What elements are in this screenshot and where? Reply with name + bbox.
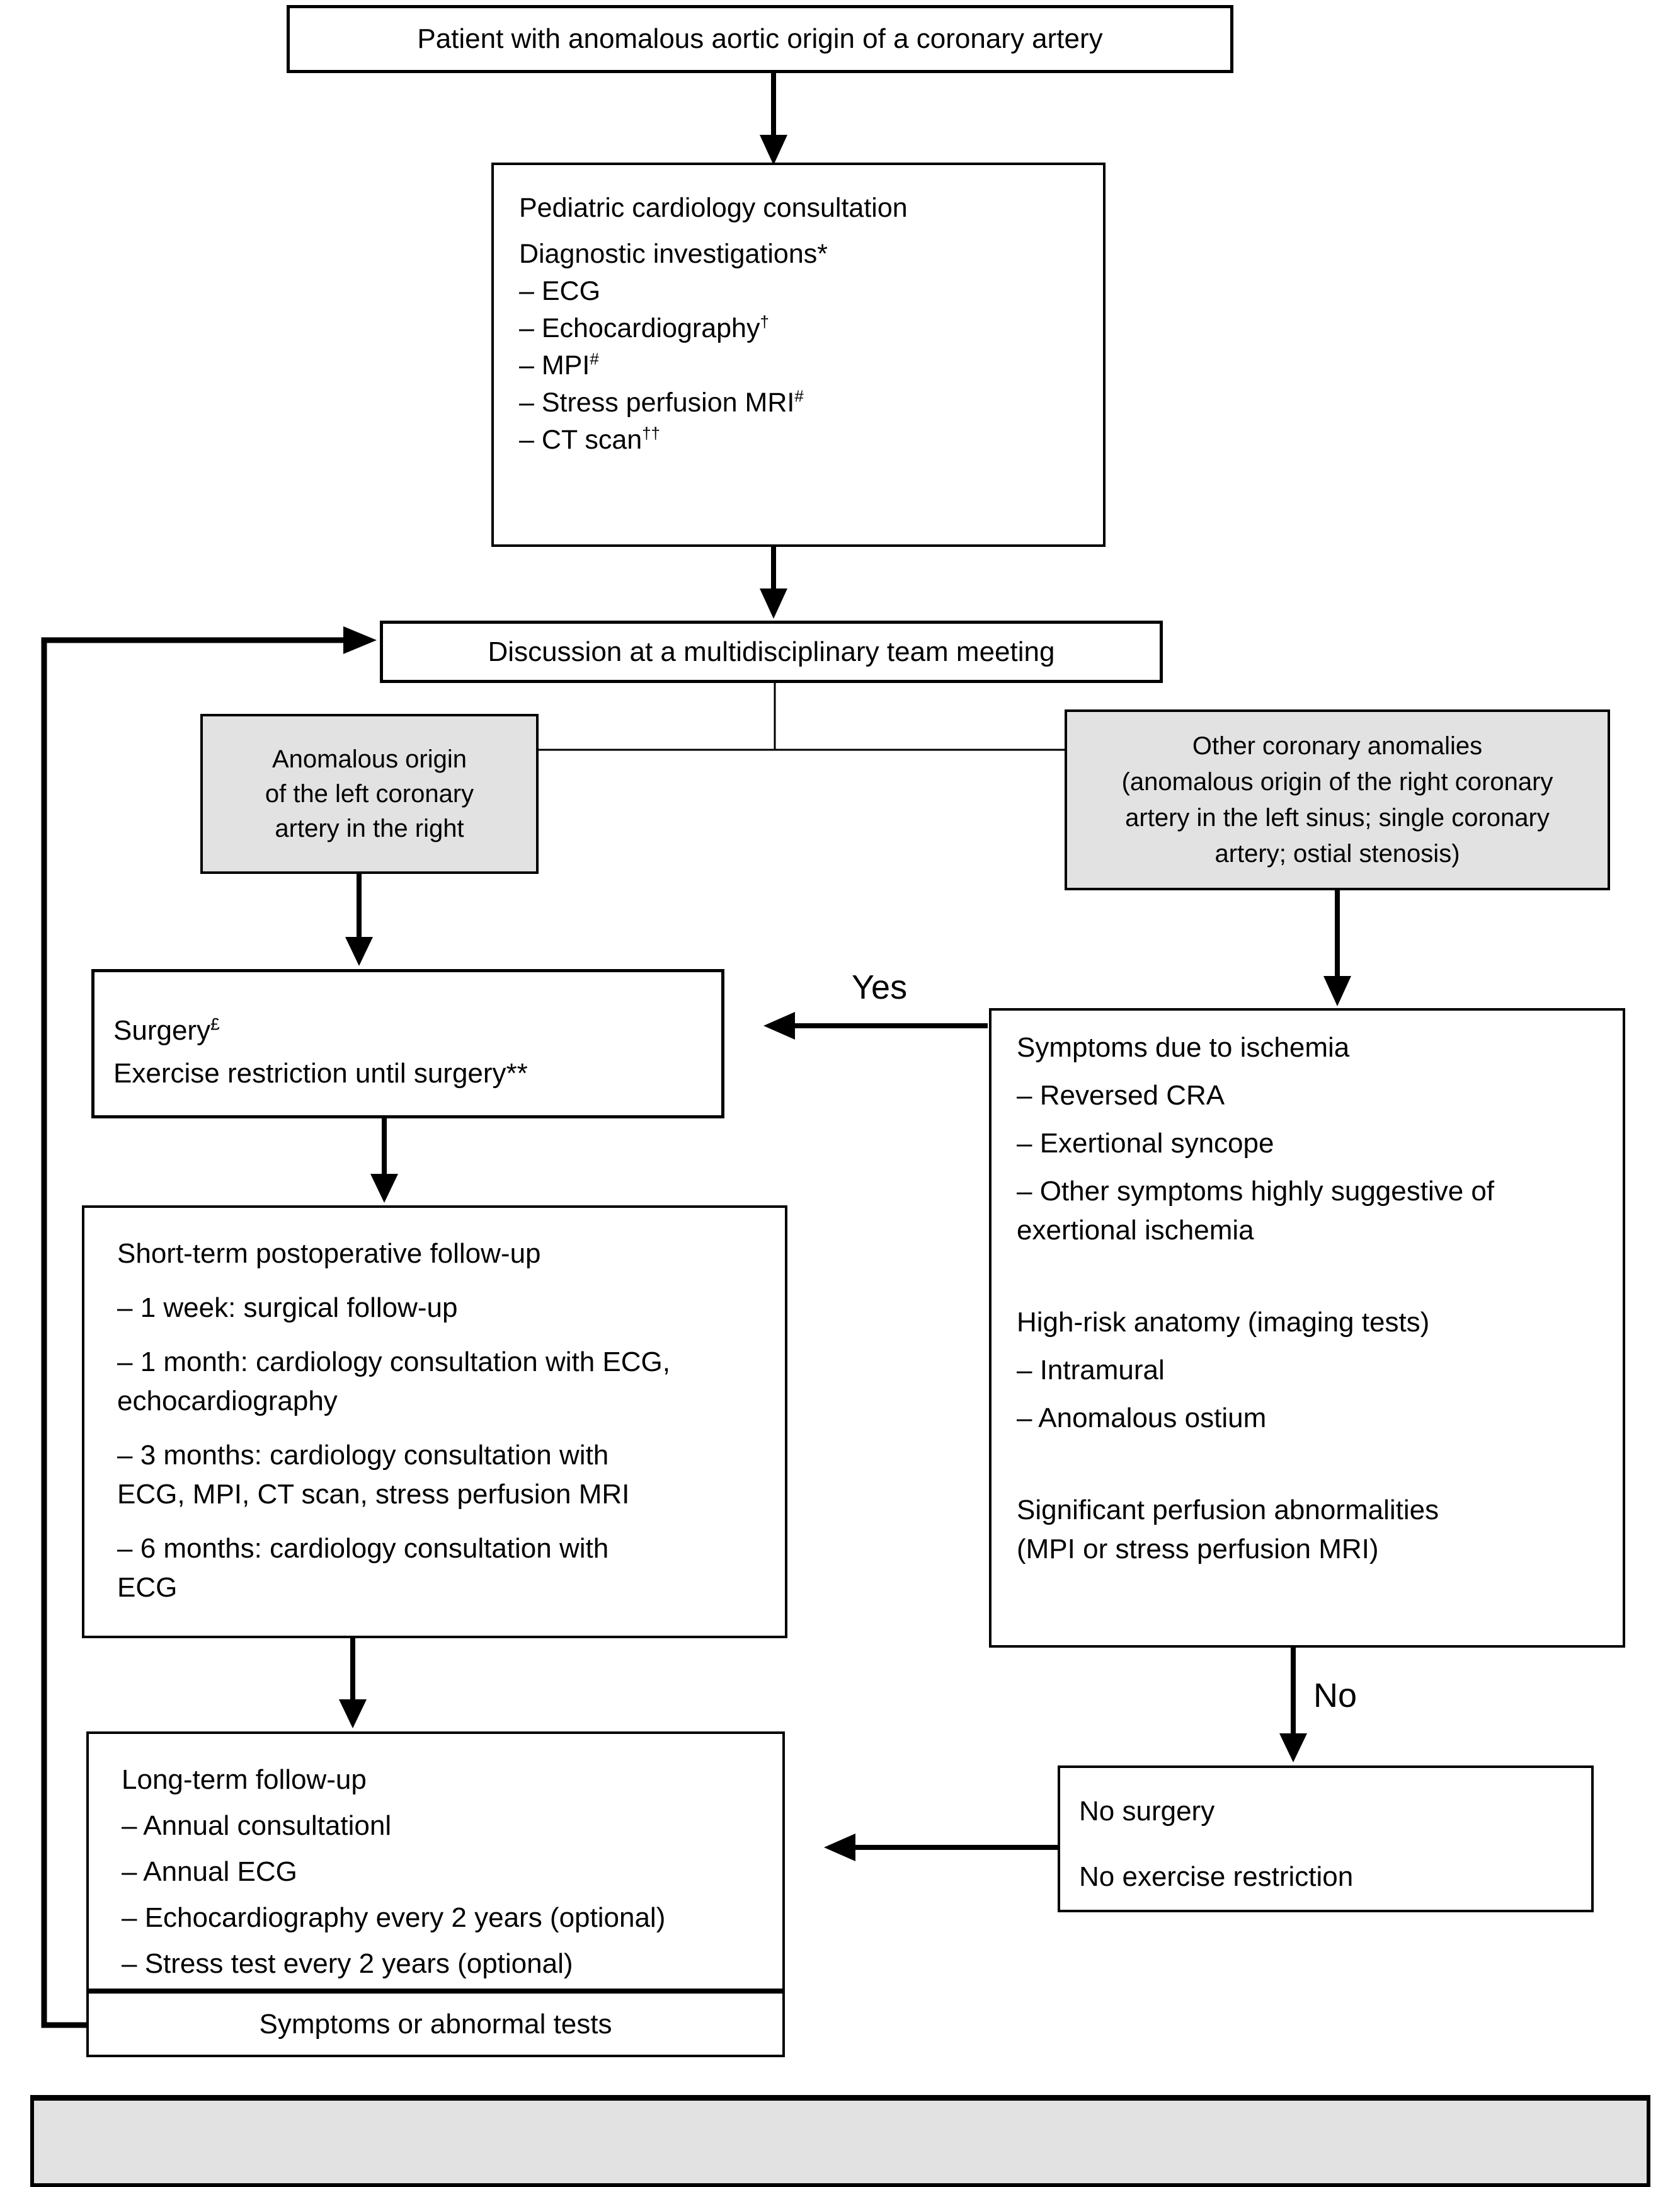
feedback-loop-to-discussion bbox=[41, 626, 377, 2028]
branch-connector bbox=[539, 683, 1066, 751]
arrow-consultation-to-discussion bbox=[760, 547, 787, 619]
node-patient: Patient with anomalous aortic origin of … bbox=[287, 5, 1233, 73]
node-surgery: Surgery£Exercise restriction until surge… bbox=[91, 969, 724, 1118]
no-label: No bbox=[1313, 1677, 1357, 1714]
arrow-patient-to-consultation bbox=[760, 73, 787, 165]
arrow-surgery-to-short-term bbox=[370, 1118, 398, 1203]
node-symptoms-abnormal-tests: Symptoms or abnormal tests bbox=[86, 1991, 785, 2057]
arrow-yes-ischemia-to-surgery bbox=[763, 1012, 988, 1040]
node-other-anomalies: Other coronary anomalies(anomalous origi… bbox=[1065, 709, 1610, 890]
yes-label: Yes bbox=[852, 968, 908, 1006]
node-discussion: Discussion at a multidisciplinary team m… bbox=[380, 621, 1163, 683]
arrow-other-anomalies-to-ischemia bbox=[1323, 890, 1351, 1006]
node-symptoms-abnormal-tests-label: Symptoms or abnormal tests bbox=[259, 2008, 612, 2040]
node-long-term-followup: Long-term follow-up– Annual consultation… bbox=[86, 1731, 785, 1991]
node-ischemia-criteria: Symptoms due to ischemia– Reversed CRA– … bbox=[989, 1008, 1625, 1648]
node-short-term-followup: Short-term postoperative follow-up– 1 we… bbox=[82, 1205, 787, 1638]
footer-bar bbox=[30, 2095, 1650, 2187]
arrow-short-term-to-long-term bbox=[339, 1638, 367, 1728]
node-patient-label: Patient with anomalous aortic origin of … bbox=[417, 23, 1103, 54]
arrow-left-anomaly-to-surgery bbox=[345, 874, 373, 966]
arrow-no-ischemia-to-no-surgery bbox=[1279, 1648, 1307, 1762]
node-discussion-label: Discussion at a multidisciplinary team m… bbox=[488, 636, 1055, 667]
arrow-no-surgery-to-long-term bbox=[824, 1834, 1058, 1861]
